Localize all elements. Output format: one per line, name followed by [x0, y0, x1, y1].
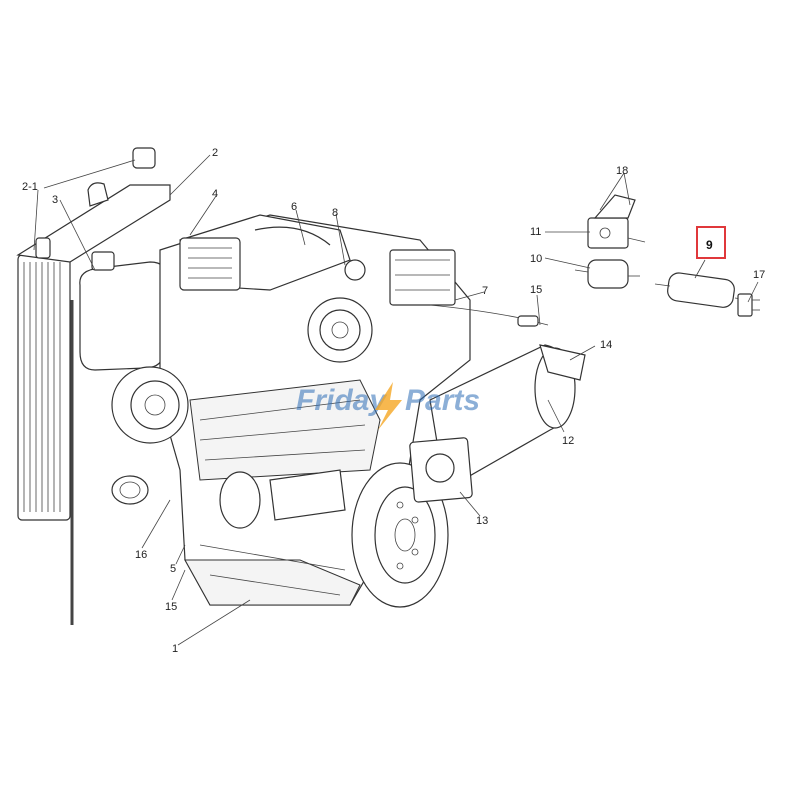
- svg-text:Friday: Friday: [296, 384, 387, 417]
- fuel-pump-9: [654, 272, 749, 308]
- label-5: 5: [170, 563, 176, 575]
- label-3: 3: [52, 194, 58, 206]
- label-7: 7: [482, 285, 488, 297]
- label-10: 10: [530, 253, 542, 265]
- oil-filter: [219, 469, 346, 529]
- label-13: 13: [476, 515, 488, 527]
- label-11: 11: [530, 226, 541, 238]
- radiator: [16, 147, 171, 625]
- label-18: 18: [616, 165, 628, 177]
- label-2: 2: [212, 147, 218, 159]
- watermark: Friday Parts: [296, 382, 480, 430]
- label-2-1: 2-1: [22, 181, 38, 193]
- label-15-lower: 15: [165, 601, 177, 613]
- label-15-upper: 15: [530, 284, 542, 296]
- svg-text:Parts: Parts: [405, 384, 480, 417]
- label-8: 8: [332, 207, 338, 219]
- starter-motor: [409, 344, 586, 503]
- expansion-tank: [79, 182, 169, 371]
- intake-manifold: [179, 214, 456, 363]
- label-6: 6: [291, 201, 297, 213]
- alternator: [111, 366, 189, 505]
- label-4: 4: [212, 188, 218, 200]
- label-12: 12: [562, 435, 574, 447]
- label-16: 16: [135, 549, 147, 561]
- fitting-17: [737, 293, 760, 317]
- label-9: 9: [706, 238, 713, 252]
- highlight-box: [696, 226, 726, 259]
- lightning-bolt-icon: [375, 382, 402, 430]
- fuel-filter-10: [574, 259, 640, 289]
- label-1: 1: [172, 643, 178, 655]
- leader-lines: [33, 154, 759, 646]
- label-17: 17: [753, 269, 765, 281]
- label-14: 14: [600, 339, 612, 351]
- solenoid-11: [587, 194, 646, 249]
